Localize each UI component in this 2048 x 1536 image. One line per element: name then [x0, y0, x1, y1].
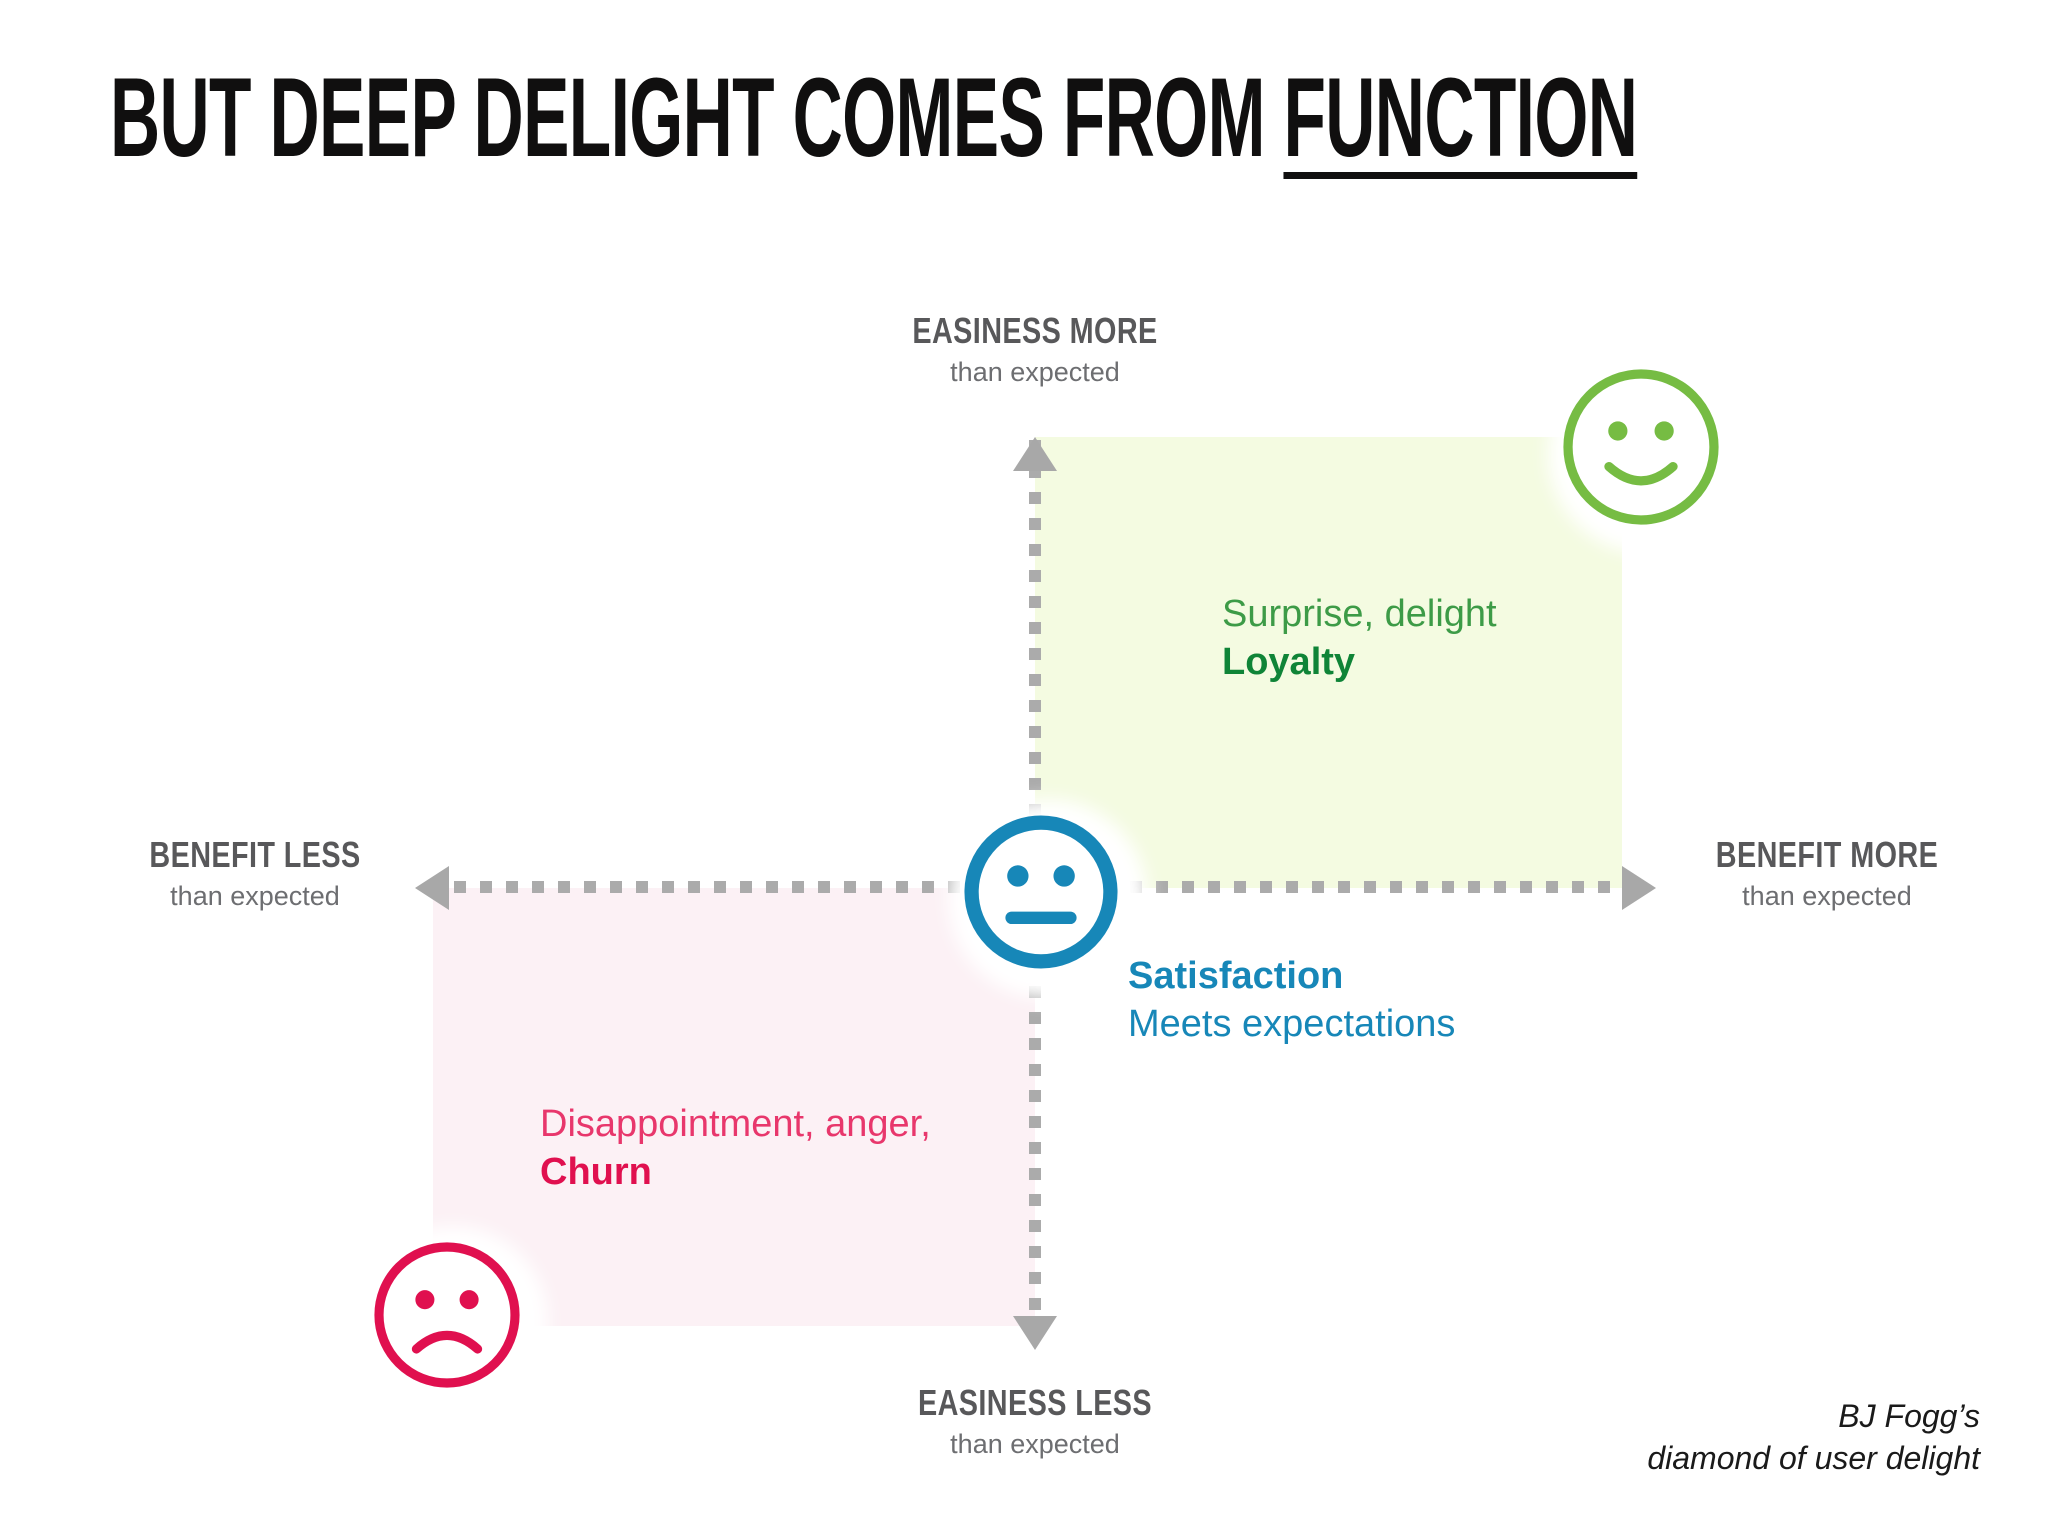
annotation-loyalty-line1: Surprise, delight: [1222, 593, 1497, 635]
neutral-face-icon: [964, 815, 1118, 969]
title-emphasis: FUNCTION: [1283, 55, 1638, 180]
axis-label-left-caption: BENEFIT LESS: [149, 834, 361, 875]
axis-label-bottom-sub: than expected: [950, 1429, 1120, 1459]
annotation-satisfaction: Satisfaction Meets expectations: [1128, 952, 1455, 1048]
happy-face-icon: [1563, 369, 1719, 525]
sad-face-marker: [350, 1222, 570, 1437]
axis-label-left-sub: than expected: [170, 881, 340, 911]
title-text: BUT DEEP DELIGHT COMES FROM FUNCTION: [110, 62, 1638, 174]
axis-label-right-caption: BENEFIT MORE: [1715, 834, 1939, 875]
quadrant-lower-left: [433, 888, 1035, 1326]
sad-face-icon: [374, 1242, 520, 1388]
arrow-down-icon: [1013, 1316, 1057, 1350]
arrow-right-icon: [1622, 866, 1656, 910]
page-title: BUT DEEP DELIGHT COMES FROM FUNCTION: [110, 62, 1710, 192]
annotation-loyalty-line2: Loyalty: [1222, 641, 1356, 683]
quadrant-upper-right: [1035, 437, 1622, 888]
axis-label-left: BENEFIT LESS than expected: [110, 834, 400, 916]
axis-label-bottom-caption: EASINESS LESS: [917, 1382, 1153, 1423]
annotation-satisfaction-line2: Meets expectations: [1128, 1003, 1456, 1045]
attribution-line2: diamond of user delight: [1647, 1440, 1980, 1476]
axis-label-right: BENEFIT MORE than expected: [1682, 834, 1972, 916]
axis-label-bottom: EASINESS LESS than expected: [795, 1382, 1275, 1464]
annotation-churn-line1: Disappointment, anger,: [540, 1103, 931, 1145]
axis-label-top-sub: than expected: [950, 357, 1120, 387]
attribution: BJ Fogg’s diamond of user delight: [1647, 1395, 1980, 1479]
axis-label-top: EASINESS MORE than expected: [795, 310, 1275, 392]
annotation-churn: Disappointment, anger, Churn: [540, 1100, 931, 1196]
axis-label-right-sub: than expected: [1742, 881, 1912, 911]
attribution-line1: BJ Fogg’s: [1838, 1398, 1980, 1434]
arrow-left-icon: [415, 866, 449, 910]
happy-face-marker: [1540, 350, 1760, 565]
arrow-up-icon: [1013, 437, 1057, 471]
neutral-face-marker: [940, 795, 1160, 1010]
axis-label-top-caption: EASINESS MORE: [912, 310, 1158, 351]
title-prefix: BUT DEEP DELIGHT COMES FROM: [110, 55, 1284, 180]
annotation-churn-line2: Churn: [540, 1151, 652, 1193]
annotation-satisfaction-line1: Satisfaction: [1128, 955, 1344, 997]
annotation-loyalty: Surprise, delight Loyalty: [1222, 590, 1497, 686]
